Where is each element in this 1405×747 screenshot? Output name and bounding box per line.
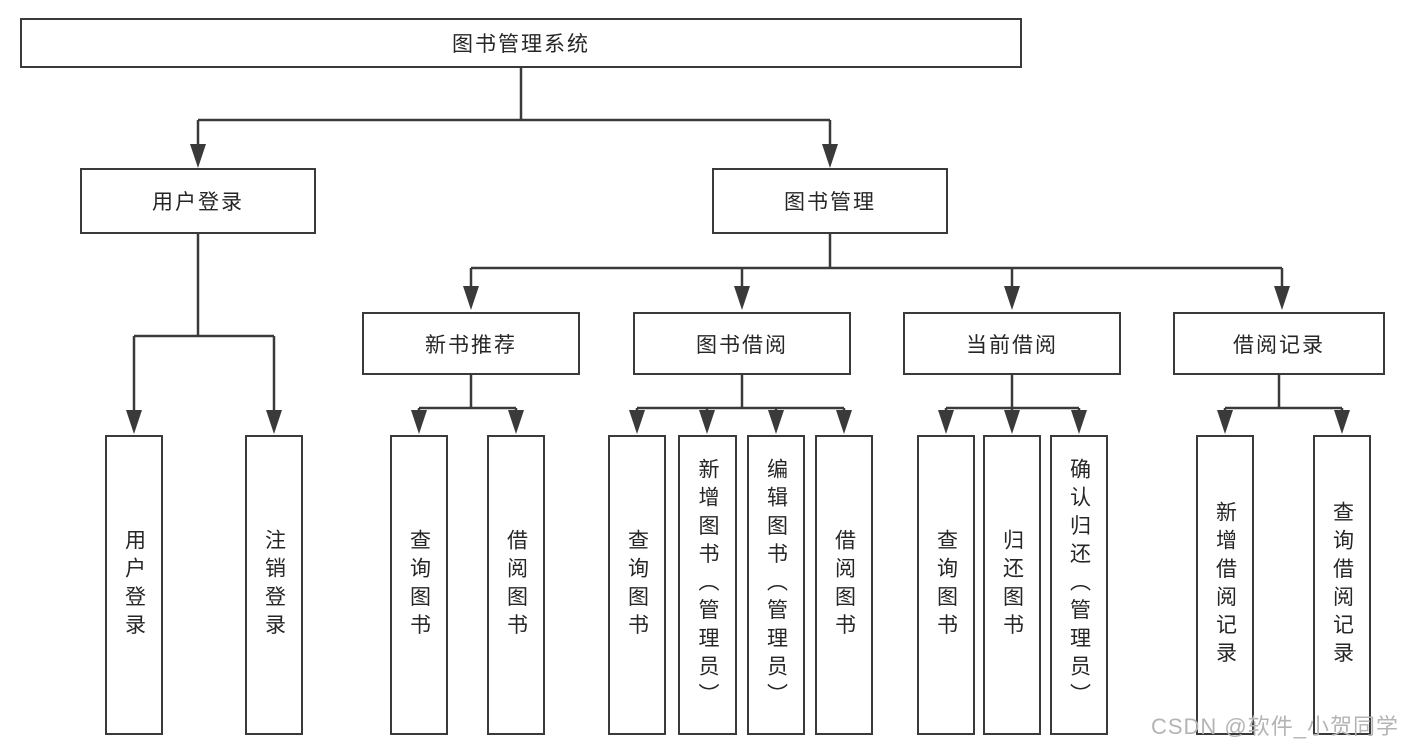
node-book-management-branch: 图书管理 (712, 168, 948, 234)
node-label: 新书推荐 (425, 333, 517, 357)
leaf-label: 新增借阅记录 (1213, 500, 1237, 670)
node-label: 用户登录 (152, 191, 244, 214)
leaf-user-login: 用户登录 (105, 435, 163, 735)
node-new-book-recommend: 新书推荐 (362, 312, 580, 375)
arrow-down-icon (463, 286, 479, 310)
arrow-down-icon (508, 410, 524, 434)
node-label: 借阅记录 (1233, 333, 1325, 357)
arrow-down-icon (411, 410, 427, 434)
leaf-label: 借阅图书 (504, 528, 528, 642)
arrow-down-icon (768, 410, 784, 434)
leaf-logout: 注销登录 (245, 435, 303, 735)
arrow-down-icon (699, 410, 715, 434)
arrow-down-icon (1274, 286, 1290, 310)
leaf-borrow-books-recommend: 借阅图书 (487, 435, 545, 735)
leaf-confirm-return-admin: 确认归还（管理员） (1050, 435, 1108, 735)
leaf-label: 查询借阅记录 (1330, 500, 1354, 670)
leaf-label: 查询图书 (407, 528, 431, 642)
arrow-down-icon (266, 410, 282, 434)
node-current-borrowing: 当前借阅 (903, 312, 1121, 375)
leaf-label: 新增图书（管理员） (696, 458, 719, 712)
leaf-query-books-recommend: 查询图书 (390, 435, 448, 735)
arrow-down-icon (938, 410, 954, 434)
arrow-down-icon (836, 410, 852, 434)
leaf-label: 编辑图书（管理员） (764, 458, 788, 712)
node-user-login-branch: 用户登录 (80, 168, 316, 234)
leaf-borrow-books-borrowing: 借阅图书 (815, 435, 873, 735)
arrow-down-icon (629, 410, 645, 434)
arrow-down-icon (822, 144, 838, 168)
arrow-down-icon (1004, 286, 1020, 310)
leaf-add-borrow-record: 新增借阅记录 (1196, 435, 1254, 735)
arrow-down-icon (1071, 410, 1087, 434)
node-label: 图书管理系统 (452, 33, 590, 56)
arrow-down-icon (1217, 410, 1233, 434)
node-label: 当前借阅 (966, 333, 1058, 357)
arrow-down-icon (190, 144, 206, 168)
node-book-borrowing: 图书借阅 (633, 312, 851, 375)
node-borrowing-records: 借阅记录 (1173, 312, 1385, 375)
arrow-down-icon (1334, 410, 1350, 434)
leaf-label: 用户登录 (122, 528, 146, 642)
leaf-label: 查询图书 (625, 528, 649, 642)
leaf-query-borrow-record: 查询借阅记录 (1313, 435, 1371, 735)
arrow-down-icon (1004, 410, 1020, 434)
arrow-down-icon (734, 286, 750, 310)
leaf-add-books-admin: 新增图书（管理员） (678, 435, 737, 735)
node-label: 图书借阅 (696, 333, 788, 357)
arrow-down-icon (126, 410, 142, 434)
node-library-management-system: 图书管理系统 (20, 18, 1022, 68)
leaf-label: 注销登录 (262, 528, 286, 642)
leaf-label: 确认归还（管理员） (1067, 458, 1091, 712)
node-label: 图书管理 (784, 191, 876, 214)
leaf-label: 归还图书 (1000, 528, 1024, 642)
leaf-query-books-borrowing: 查询图书 (608, 435, 666, 735)
csdn-watermark: CSDN @软件_小贺同学 (1150, 714, 1399, 739)
leaf-return-books: 归还图书 (983, 435, 1041, 735)
leaf-label: 查询图书 (934, 528, 958, 642)
leaf-edit-books-admin: 编辑图书（管理员） (747, 435, 805, 735)
leaf-label: 借阅图书 (832, 528, 856, 642)
leaf-query-books-current: 查询图书 (917, 435, 975, 735)
